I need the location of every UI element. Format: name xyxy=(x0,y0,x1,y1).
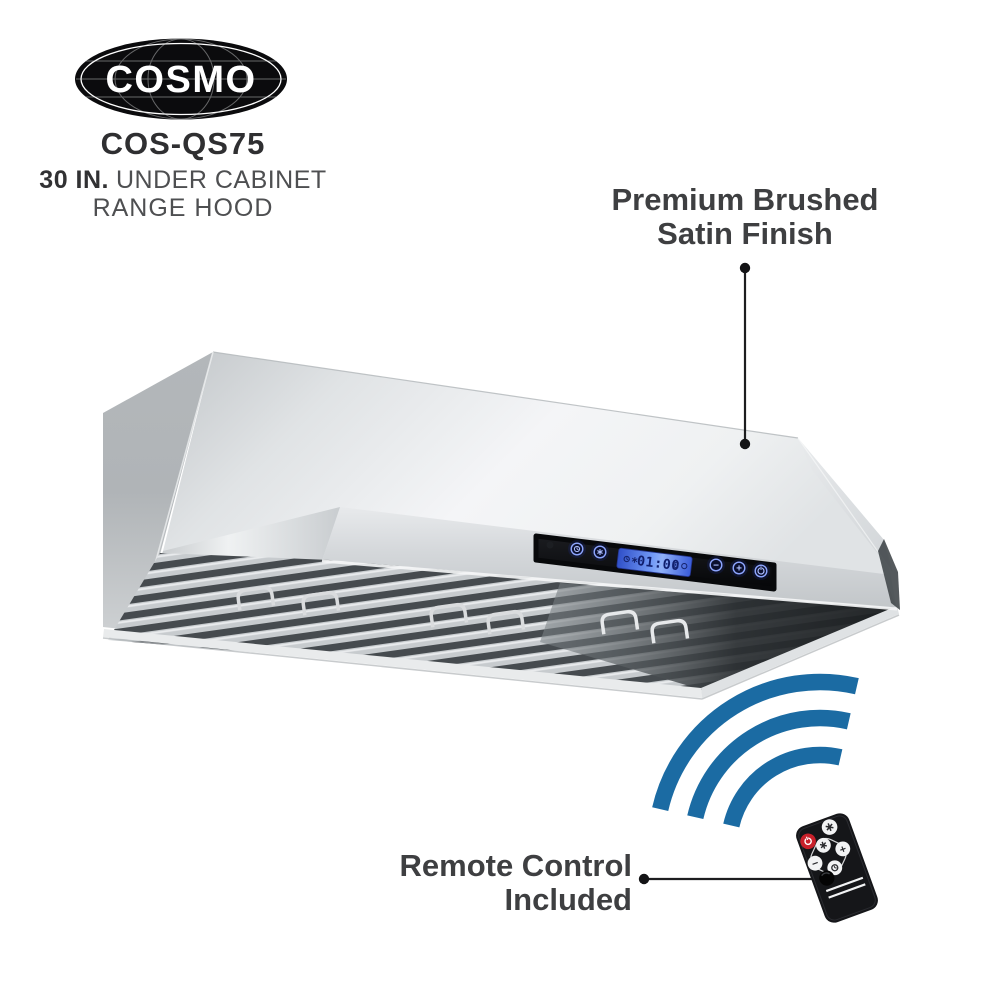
finish-callout-line xyxy=(739,262,751,450)
power-button xyxy=(752,562,770,580)
model-number: COS-QS75 xyxy=(100,126,266,161)
clock-icon xyxy=(831,864,839,872)
lcd-clock-icon xyxy=(623,555,630,563)
lcd-display: 01:00 xyxy=(616,547,693,577)
remote-plus-button: + xyxy=(835,841,851,857)
logo-wordmark: COSMO xyxy=(105,59,256,101)
hood-right-endcap xyxy=(878,539,900,610)
remote-timer-button xyxy=(827,860,843,876)
underside-shadow xyxy=(540,583,897,690)
baffle-handle xyxy=(650,618,690,644)
lcd-time-readout: 01:00 xyxy=(636,553,681,574)
product-type-label: UNDER CABINET xyxy=(116,166,327,194)
hood-left-panel xyxy=(103,352,213,631)
minus-icon: − xyxy=(810,857,820,870)
minus-icon: − xyxy=(713,561,719,572)
baffle-handle xyxy=(236,585,276,611)
fan-button xyxy=(591,543,609,561)
logo-inner-ring xyxy=(80,42,282,116)
wifi-signal-icon xyxy=(652,673,859,828)
hood-ridge-edge xyxy=(212,351,799,439)
remote-callout-line2: Included xyxy=(504,882,632,917)
remote-control: + − xyxy=(796,813,878,923)
hood-bevel-crease xyxy=(797,437,894,574)
wifi-arc-outer xyxy=(652,673,859,811)
baffle-handle xyxy=(600,609,640,635)
clock-icon xyxy=(573,545,581,553)
fascia-lip-highlight xyxy=(321,559,898,611)
wifi-arc-inner xyxy=(723,746,843,828)
remote-minus-button: − xyxy=(807,855,823,871)
finish-callout-line2: Satin Finish xyxy=(657,216,833,251)
product-subtitle-line1: 30 IN.UNDER CABINET xyxy=(23,166,343,195)
remote-callout-label: Remote Control Included xyxy=(320,848,633,917)
plus-button: + xyxy=(730,559,748,577)
baffle-handle xyxy=(429,602,469,628)
product-size-label: 30 IN. xyxy=(39,166,109,194)
hood-bottom-rim-left xyxy=(103,629,702,698)
cosmo-logo: COSMO xyxy=(75,38,287,120)
finish-callout-label: Premium Brushed Satin Finish xyxy=(563,183,927,251)
remote-power-button xyxy=(800,833,816,850)
rim-shadow-line xyxy=(102,614,900,700)
remote-ir-lens xyxy=(819,870,835,886)
range-hood: 01:00 − + xyxy=(102,351,900,700)
logo-globe-grid xyxy=(76,38,286,120)
finish-callout-line1: Premium Brushed xyxy=(611,182,879,217)
product-subtitle-line2: RANGE HOOD xyxy=(92,194,274,222)
ir-sensor xyxy=(546,541,554,549)
remote-callout-line xyxy=(638,873,822,885)
logo-oval xyxy=(75,38,287,120)
remote-speed-button xyxy=(816,837,831,853)
control-panel: 01:00 − + xyxy=(533,533,777,592)
lcd-fan-icon xyxy=(631,556,638,564)
remote-callout-line1: Remote Control xyxy=(399,848,633,883)
lcd-timer-icon xyxy=(681,562,688,570)
wifi-arc-middle xyxy=(687,709,851,820)
baffle-handle xyxy=(486,609,526,635)
plus-icon: + xyxy=(736,564,742,575)
baffle-handle xyxy=(301,590,341,616)
plus-icon: + xyxy=(838,843,848,856)
timer-button xyxy=(568,540,586,558)
remote-cluster-outline xyxy=(810,837,847,875)
remote-fan-button xyxy=(821,819,838,835)
hood-bottom-rim-right xyxy=(701,606,899,698)
lcd-mode-icon xyxy=(674,561,679,569)
baffle-handles xyxy=(236,585,690,644)
remote-stripes xyxy=(825,876,866,899)
minus-button: − xyxy=(707,556,725,574)
